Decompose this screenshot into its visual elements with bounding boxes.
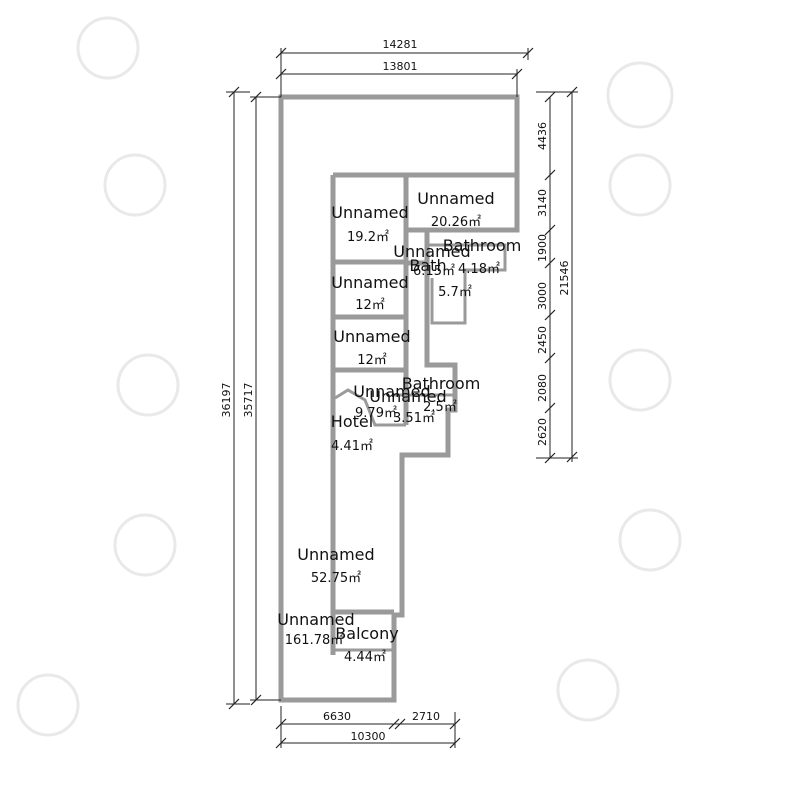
room-area-unnamed-4: 12㎡ [355, 298, 385, 313]
room-name-unnamed-main: Unnamed [277, 610, 354, 629]
room-name-balcony: Balcony [335, 624, 398, 643]
dim-top-inner: 13801 [383, 60, 418, 73]
room-name-unnamed-1: Unnamed [331, 203, 408, 222]
room-area-unnamed-main: 161.78㎡ [285, 633, 344, 648]
dim-right-seg-7: 2620 [536, 418, 549, 446]
dim-top-outer: 14281 [383, 38, 418, 51]
hotel-box [334, 388, 406, 427]
room-name-unnamed-8: Unnamed [297, 545, 374, 564]
room-name-unnamed-3: Unnamed [393, 242, 470, 261]
outer-wall [278, 94, 520, 703]
dim-right-seg-2: 3140 [536, 189, 549, 217]
room-area-unnamed-5: 12㎡ [357, 353, 387, 368]
room-name-unnamed-5: Unnamed [333, 327, 410, 346]
room-name-unnamed-7: Unnamed [369, 387, 446, 406]
room-area-unnamed-3: 6.15㎡ [413, 264, 455, 279]
room-area-bathroom-1: 4.18㎡ [458, 262, 500, 277]
room-area-bath-small: 5.7㎡ [438, 285, 472, 300]
room-area-balcony: 4.44㎡ [344, 650, 386, 665]
dim-top: 14281 13801 [275, 38, 534, 97]
room-labels: Unnamed 161.78㎡ Unnamed 19.2㎡ Unnamed 20… [277, 189, 521, 665]
dim-right-seg-1: 4436 [536, 122, 549, 150]
dim-right-total: 21546 [558, 261, 571, 296]
dim-left-inner: 35717 [242, 383, 255, 418]
dim-right-seg-4: 3000 [536, 282, 549, 310]
dim-left-outer: 36197 [220, 383, 233, 418]
dim-bottom-left: 6630 [323, 710, 351, 723]
room-area-hotel: 4.41㎡ [331, 439, 373, 454]
unnamed2-bottom [406, 175, 520, 233]
room-name-unnamed-6: Unnamed [353, 382, 430, 401]
dim-right-seg-6: 2080 [536, 374, 549, 402]
dim-bottom: 6630 2710 10300 [275, 706, 461, 749]
room-name-bath-small: Bath [409, 256, 446, 275]
watermark-layer [16, 16, 682, 737]
walls [278, 94, 520, 703]
room-area-bathroom-2: 2.5㎡ [423, 400, 457, 415]
room-name-bathroom-1: Bathroom [443, 236, 522, 255]
room-name-unnamed-2: Unnamed [417, 189, 494, 208]
room-area-unnamed-8: 52.75㎡ [311, 571, 361, 586]
dim-left: 36197 35717 [220, 86, 281, 710]
room-area-unnamed-2: 20.26㎡ [431, 215, 481, 230]
room-area-unnamed-6: 9.79㎡ [355, 406, 397, 421]
dim-right-seg-5: 2450 [536, 326, 549, 354]
room-name-hotel: Hotel [331, 412, 373, 431]
bath-box [427, 243, 507, 325]
dim-bottom-total: 10300 [351, 730, 386, 743]
dim-right-seg-3: 1900 [536, 234, 549, 262]
room-area-unnamed-1: 19.2㎡ [347, 230, 389, 245]
room-area-unnamed-7: 3.51㎡ [393, 411, 435, 426]
room-name-unnamed-4: Unnamed [331, 273, 408, 292]
dim-bottom-right: 2710 [412, 710, 440, 723]
room-name-bathroom-2: Bathroom [402, 374, 481, 393]
dim-right: 21546 4436 3140 1900 3000 2450 2080 2620 [536, 86, 578, 464]
